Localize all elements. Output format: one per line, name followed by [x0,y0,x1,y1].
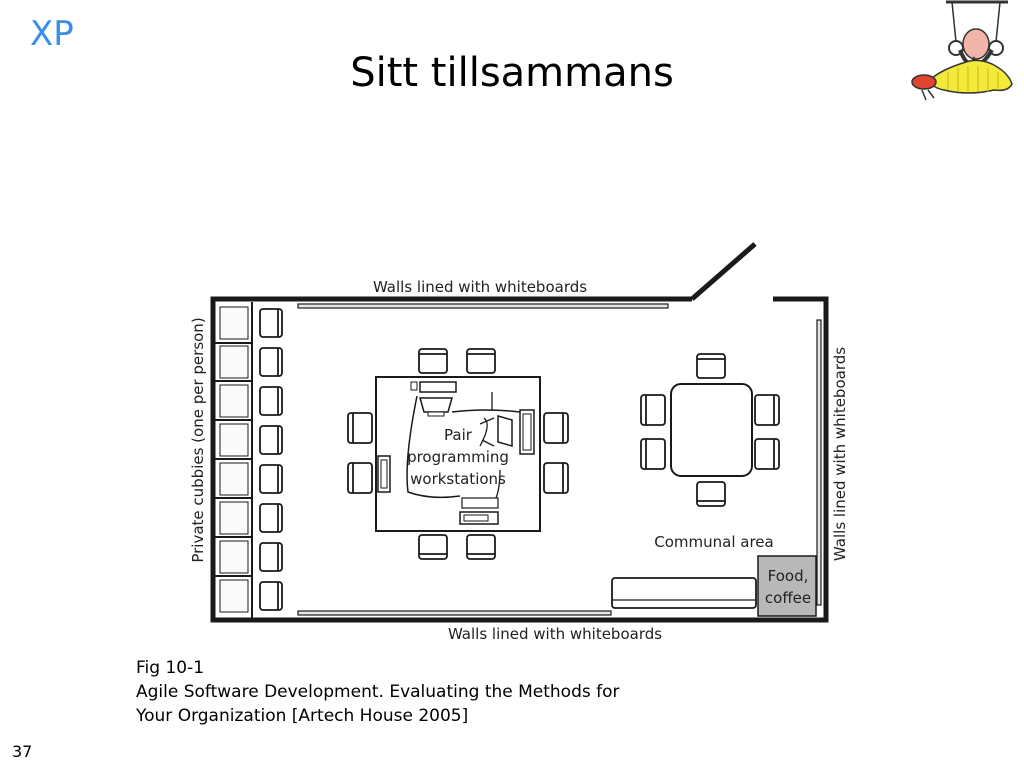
pair-label-line1: Pair [444,426,473,444]
communal-table [670,383,753,477]
food-label-line1: Food, [768,567,809,585]
pair-programming-chairs [347,348,569,560]
right-wall-label: Walls lined with whiteboards [831,347,849,561]
caption-line-1: Fig 10-1 [136,658,205,678]
caption-line-2: Agile Software Development. Evaluating t… [136,682,620,702]
top-wall-label: Walls lined with whiteboards [373,278,587,296]
slide-title: Sitt tillsammans [350,50,674,96]
communal-area-label: Communal area [654,533,773,551]
private-cubbies [215,302,253,618]
pair-programming-table [375,376,541,532]
cubbies-label: Private cubbies (one per person) [189,317,207,562]
communal-chairs [640,353,780,507]
counter [611,577,757,609]
slide-number: 37 [12,742,33,761]
pair-label-line2: programming [407,448,509,466]
food-label-line2: coffee [765,589,811,607]
bottom-wall-label: Walls lined with whiteboards [448,625,662,643]
food-coffee-area [757,555,817,617]
figure-caption: Fig 10-1 Agile Software Development. Eva… [136,656,620,728]
cubby-chairs [259,308,283,611]
gymnast-on-rings-icon [911,0,1013,101]
outer-walls [210,242,829,623]
whiteboards [297,303,822,616]
section-label: XP [30,14,74,54]
caption-line-3: Your Organization [Artech House 2005] [136,706,469,726]
pair-label-line3: workstations [410,470,506,488]
